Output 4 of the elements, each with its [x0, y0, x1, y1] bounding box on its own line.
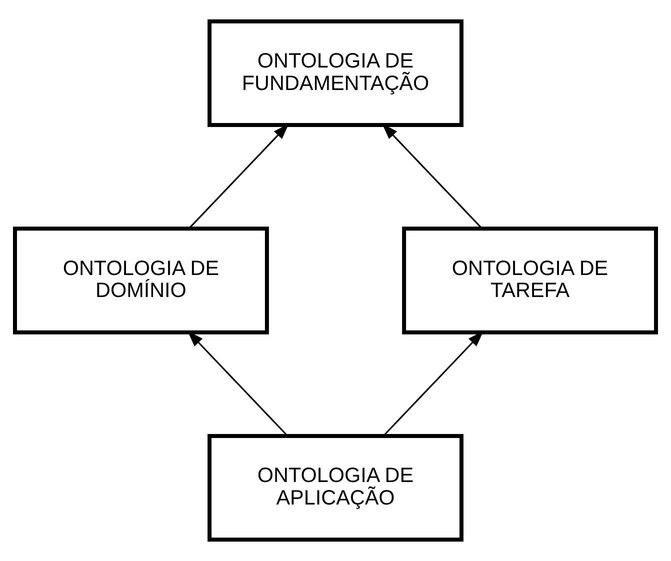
node-box: ONTOLOGIA DE FUNDAMENTAÇÃO [208, 19, 464, 128]
node-box: ONTOLOGIA DE DOMÍNIO [13, 226, 269, 334]
node-box: ONTOLOGIA DE TAREFA [402, 226, 658, 334]
node-box: ONTOLOGIA DE APLICAÇÃO [208, 434, 464, 542]
